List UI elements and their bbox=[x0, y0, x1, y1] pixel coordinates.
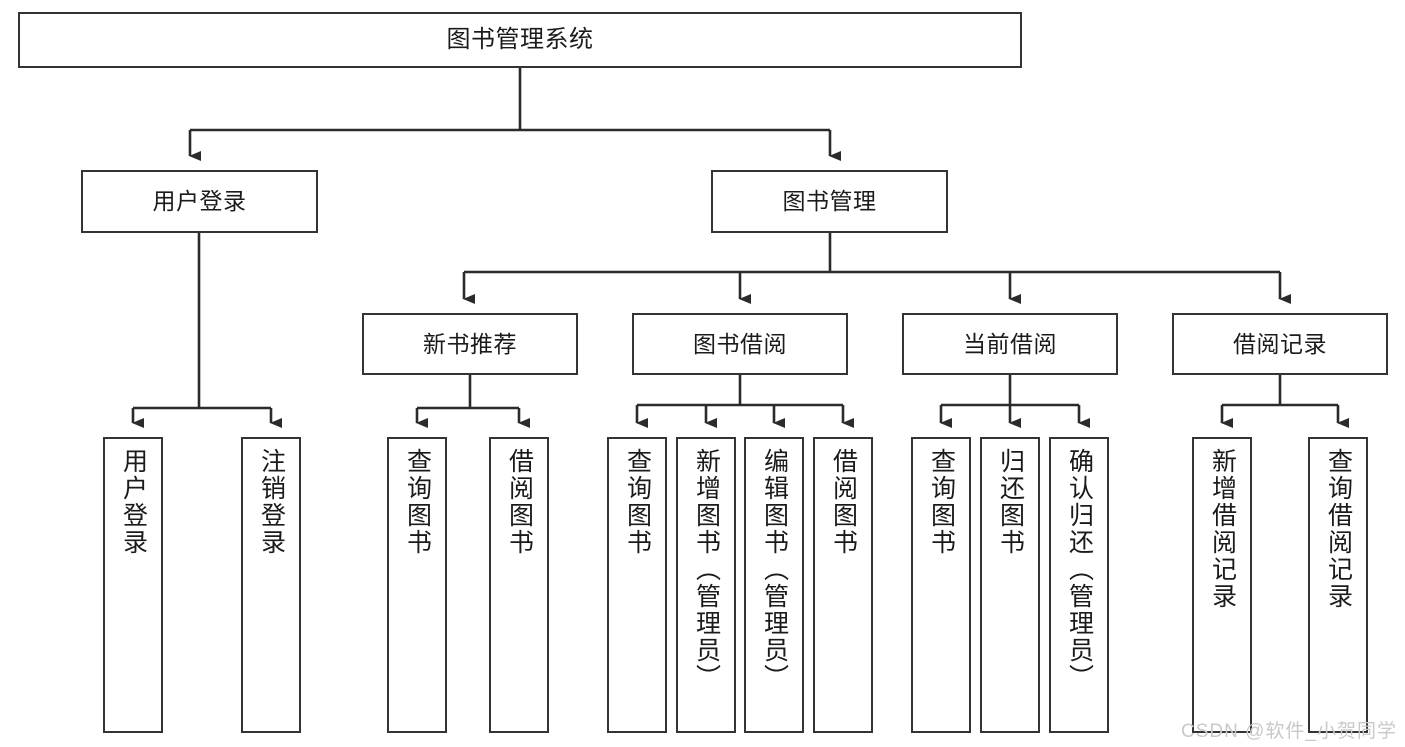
node-borrow-record-label: 借阅记录 bbox=[1233, 330, 1327, 357]
node-book-borrow[interactable]: 图书借阅 bbox=[632, 313, 848, 375]
node-leaf-query-book-3-label: 查询图书 bbox=[927, 448, 956, 556]
node-leaf-add-book-label: 新增图书（管理员） bbox=[692, 448, 721, 691]
node-leaf-confirm-return[interactable]: 确认归还（管理员） bbox=[1049, 437, 1109, 733]
node-new-book-recommend-label: 新书推荐 bbox=[423, 330, 517, 357]
node-current-borrow-label: 当前借阅 bbox=[963, 330, 1057, 357]
node-leaf-borrow-book-2[interactable]: 借阅图书 bbox=[813, 437, 873, 733]
watermark: CSDN @软件_小贺同学 bbox=[1181, 721, 1397, 742]
node-leaf-borrow-book-1-label: 借阅图书 bbox=[505, 448, 534, 556]
node-leaf-borrow-book-1[interactable]: 借阅图书 bbox=[489, 437, 549, 733]
node-leaf-add-book[interactable]: 新增图书（管理员） bbox=[676, 437, 736, 733]
node-book-manage[interactable]: 图书管理 bbox=[711, 170, 948, 233]
node-borrow-record[interactable]: 借阅记录 bbox=[1172, 313, 1388, 375]
node-leaf-query-book-2[interactable]: 查询图书 bbox=[607, 437, 667, 733]
node-leaf-user-login-label: 用户登录 bbox=[119, 448, 148, 556]
node-user-login-label: 用户登录 bbox=[152, 188, 247, 215]
node-user-login[interactable]: 用户登录 bbox=[81, 170, 318, 233]
node-leaf-query-record-label: 查询借阅记录 bbox=[1324, 448, 1353, 610]
node-leaf-query-book-1-label: 查询图书 bbox=[403, 448, 432, 556]
node-leaf-return-book-label: 归还图书 bbox=[996, 448, 1025, 556]
node-leaf-add-record[interactable]: 新增借阅记录 bbox=[1192, 437, 1252, 733]
node-leaf-query-book-3[interactable]: 查询图书 bbox=[911, 437, 971, 733]
node-leaf-confirm-return-label: 确认归还（管理员） bbox=[1065, 448, 1094, 691]
node-leaf-query-record[interactable]: 查询借阅记录 bbox=[1308, 437, 1368, 733]
node-leaf-logout-login[interactable]: 注销登录 bbox=[241, 437, 301, 733]
node-leaf-query-book-2-label: 查询图书 bbox=[623, 448, 652, 556]
node-leaf-borrow-book-2-label: 借阅图书 bbox=[829, 448, 858, 556]
node-root[interactable]: 图书管理系统 bbox=[18, 12, 1022, 68]
node-leaf-return-book[interactable]: 归还图书 bbox=[980, 437, 1040, 733]
node-new-book-recommend[interactable]: 新书推荐 bbox=[362, 313, 578, 375]
node-current-borrow[interactable]: 当前借阅 bbox=[902, 313, 1118, 375]
node-leaf-logout-login-label: 注销登录 bbox=[257, 448, 286, 556]
node-leaf-edit-book[interactable]: 编辑图书（管理员） bbox=[744, 437, 804, 733]
node-leaf-query-book-1[interactable]: 查询图书 bbox=[387, 437, 447, 733]
node-leaf-edit-book-label: 编辑图书（管理员） bbox=[760, 448, 789, 691]
node-root-label: 图书管理系统 bbox=[446, 26, 594, 54]
node-leaf-add-record-label: 新增借阅记录 bbox=[1208, 448, 1237, 610]
node-leaf-user-login[interactable]: 用户登录 bbox=[103, 437, 163, 733]
node-book-borrow-label: 图书借阅 bbox=[693, 330, 787, 357]
node-book-manage-label: 图书管理 bbox=[782, 188, 877, 215]
